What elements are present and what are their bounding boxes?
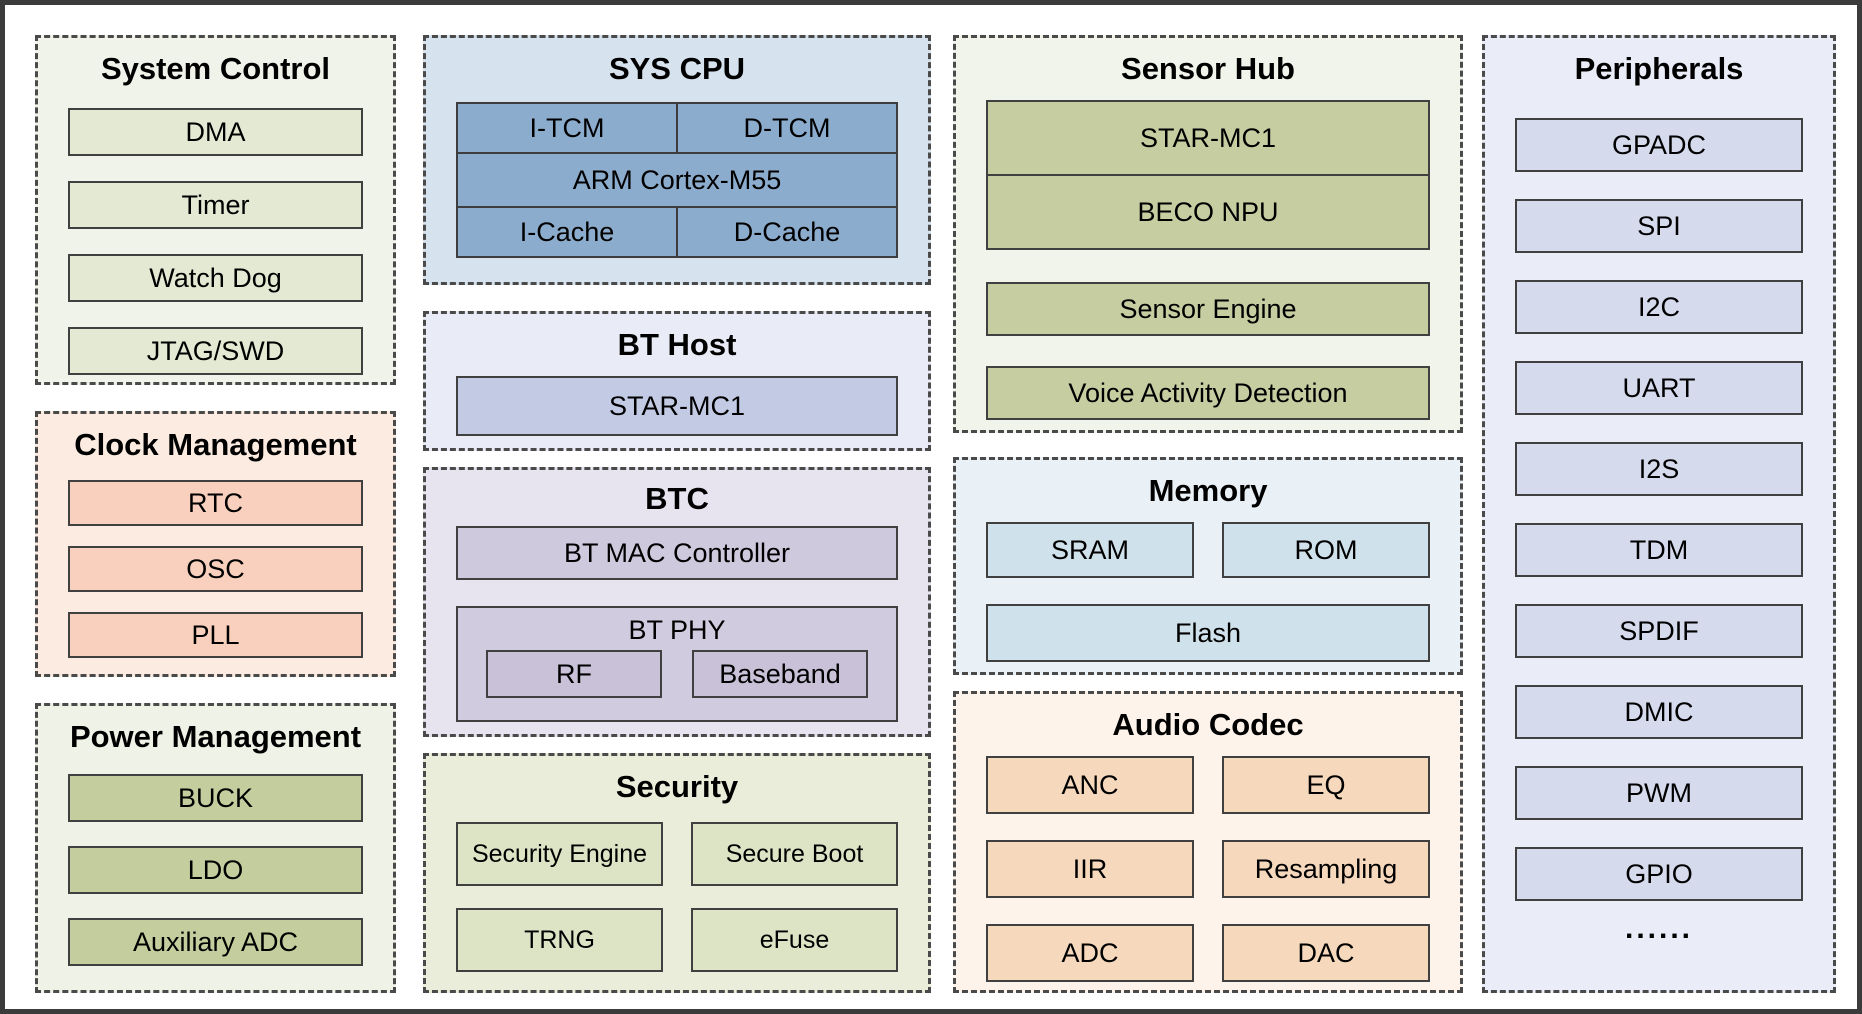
block-i2c: I2C [1515,280,1803,334]
system-control-title: System Control [100,51,331,86]
block-ldo: LDO [68,846,363,894]
clock-management-title: Clock Management [74,427,357,462]
block-baseband: Baseband [692,650,868,698]
section-power-management: Power Management BUCK LDO Auxiliary ADC [35,703,396,993]
block-anc: ANC [986,756,1194,814]
block-bt-mac-controller: BT MAC Controller [456,526,898,580]
audio-codec-blocks: ANC EQ IIR Resampling ADC DAC [986,756,1430,982]
sys-cpu-core-table: I-TCM D-TCM ARM Cortex-M55 I-Cache D-Cac… [456,102,898,258]
block-pll: PLL [68,612,363,658]
cache-row: I-Cache D-Cache [458,206,896,256]
tcm-row: I-TCM D-TCM [458,104,896,152]
block-i-cache: I-Cache [519,216,615,247]
bt-phy-blocks: RF Baseband [486,650,868,698]
section-peripherals: Peripherals GPADC SPI I2C UART I2S TDM S… [1482,35,1836,993]
block-tdm: TDM [1515,523,1803,577]
block-gpio: GPIO [1515,847,1803,901]
block-rom: ROM [1222,522,1430,578]
block-pwm: PWM [1515,766,1803,820]
block-rf: RF [486,650,662,698]
block-voice-activity-detection: Voice Activity Detection [986,366,1430,420]
block-osc: OSC [68,546,363,592]
block-secure-boot: Secure Boot [691,822,898,886]
block-timer: Timer [68,181,363,229]
section-security: Security Security Engine Secure Boot TRN… [423,753,931,993]
column-3: Sensor Hub STAR-MC1 BECO NPU Sensor Engi… [953,35,1463,993]
block-buck: BUCK [68,774,363,822]
core-row: ARM Cortex-M55 [458,152,896,206]
peripherals-title: Peripherals [1574,51,1744,86]
block-rtc: RTC [68,480,363,526]
btc-title: BTC [645,481,709,516]
peripherals-blocks: GPADC SPI I2C UART I2S TDM SPDIF DMIC PW… [1515,118,1803,901]
sensor-hub-core-stack: STAR-MC1 BECO NPU [986,100,1430,250]
block-dac: DAC [1222,924,1430,982]
block-adc: ADC [986,924,1194,982]
section-system-control: System Control DMA Timer Watch Dog JTAG/… [35,35,396,385]
block-d-tcm: D-TCM [676,104,896,152]
peripherals-ellipsis: ...... [1624,912,1693,945]
security-blocks: Security Engine Secure Boot TRNG eFuse [456,822,898,972]
block-resampling: Resampling [1222,840,1430,898]
column-4: Peripherals GPADC SPI I2C UART I2S TDM S… [1482,35,1836,993]
block-gpadc: GPADC [1515,118,1803,172]
power-management-blocks: BUCK LDO Auxiliary ADC [68,774,363,966]
block-watch-dog: Watch Dog [68,254,363,302]
block-dmic: DMIC [1515,685,1803,739]
block-star-mc1-sensor-hub: STAR-MC1 [986,100,1430,176]
column-2: SYS CPU I-TCM D-TCM ARM Cortex-M55 I-Cac… [423,35,931,993]
block-iir: IIR [986,840,1194,898]
section-btc: BTC BT MAC Controller BT PHY RF Baseband [423,467,931,737]
block-star-mc1-bt-host: STAR-MC1 [456,376,898,436]
block-dma: DMA [68,108,363,156]
column-1: System Control DMA Timer Watch Dog JTAG/… [35,35,396,993]
block-spdif: SPDIF [1515,604,1803,658]
audio-codec-title: Audio Codec [1112,707,1304,742]
block-d-cache: D-Cache [676,208,896,256]
power-management-title: Power Management [69,719,362,754]
sensor-hub-title: Sensor Hub [1121,51,1295,86]
block-arm-cortex-m55: ARM Cortex-M55 [572,164,782,195]
block-i2s: I2S [1515,442,1803,496]
block-sensor-engine: Sensor Engine [986,282,1430,336]
block-uart: UART [1515,361,1803,415]
clock-management-blocks: RTC OSC PLL [68,480,363,658]
block-sram: SRAM [986,522,1194,578]
system-control-blocks: DMA Timer Watch Dog JTAG/SWD [68,108,363,375]
block-flash: Flash [986,604,1430,662]
block-trng: TRNG [456,908,663,972]
bt-host-title: BT Host [617,327,737,362]
memory-blocks: SRAM ROM [986,522,1430,578]
block-auxiliary-adc: Auxiliary ADC [68,918,363,966]
block-jtag-swd: JTAG/SWD [68,327,363,375]
section-sys-cpu: SYS CPU I-TCM D-TCM ARM Cortex-M55 I-Cac… [423,35,931,285]
block-security-engine: Security Engine [456,822,663,886]
section-memory: Memory SRAM ROM Flash [953,457,1463,675]
memory-title: Memory [1148,473,1268,508]
block-beco-npu: BECO NPU [986,174,1430,250]
section-bt-host: BT Host STAR-MC1 [423,311,931,451]
bt-phy-label: BT PHY [628,615,726,645]
block-eq: EQ [1222,756,1430,814]
section-sensor-hub: Sensor Hub STAR-MC1 BECO NPU Sensor Engi… [953,35,1463,433]
block-bt-phy: BT PHY RF Baseband [456,606,898,722]
section-audio-codec: Audio Codec ANC EQ IIR Resampling ADC DA… [953,691,1463,993]
security-title: Security [615,769,739,804]
sys-cpu-title: SYS CPU [608,51,746,86]
block-spi: SPI [1515,199,1803,253]
block-i-tcm: I-TCM [529,112,605,143]
block-efuse: eFuse [691,908,898,972]
section-clock-management: Clock Management RTC OSC PLL [35,411,396,677]
